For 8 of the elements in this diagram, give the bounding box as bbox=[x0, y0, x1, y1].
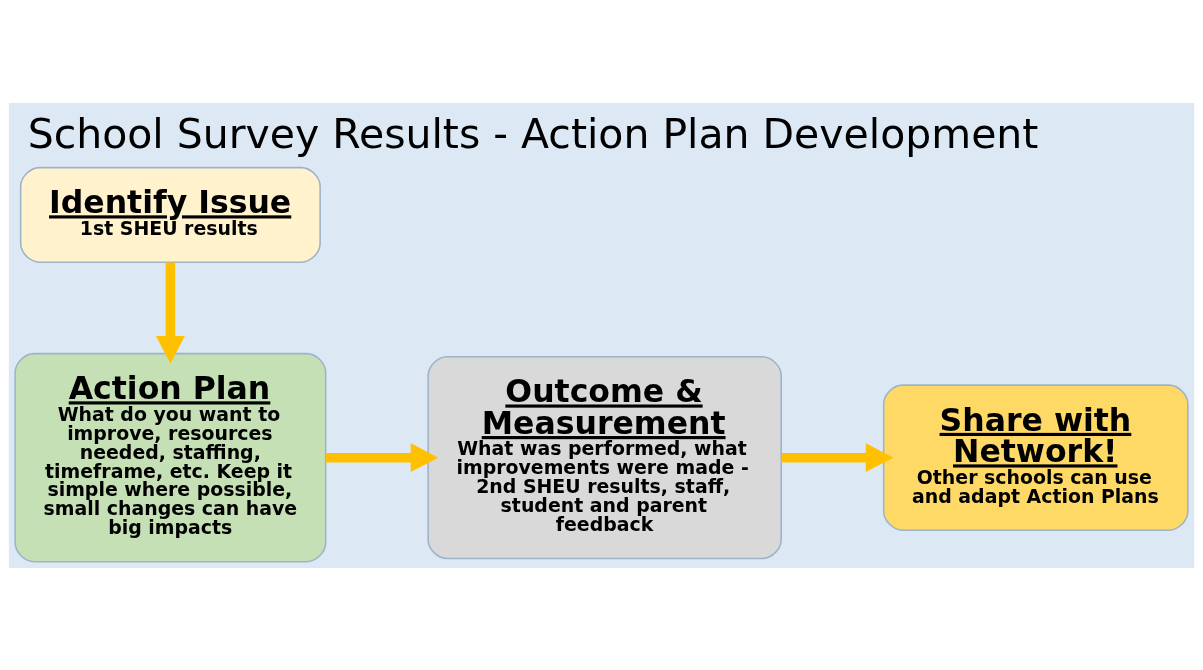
arrow bbox=[325, 442, 439, 472]
diagram-title: School Survey Results - Action Plan Development bbox=[27, 109, 1039, 158]
arrow bbox=[781, 442, 894, 472]
node-box: Outcome & Measurement What was performed, what improvements were made - 2nd SHEU results, staff, student and parent feedback bbox=[427, 355, 782, 559]
node-box: Share with Network! Other schools can use and adapt Action Plans bbox=[882, 383, 1189, 531]
node-box: Action Plan What do you want to improve, resources needed, staffing, timeframe, etc. Keep it simple where possible, small changes can have big impacts bbox=[14, 352, 327, 562]
arrow bbox=[155, 262, 185, 364]
node-box: Identify Issue 1st SHEU results bbox=[19, 166, 321, 263]
